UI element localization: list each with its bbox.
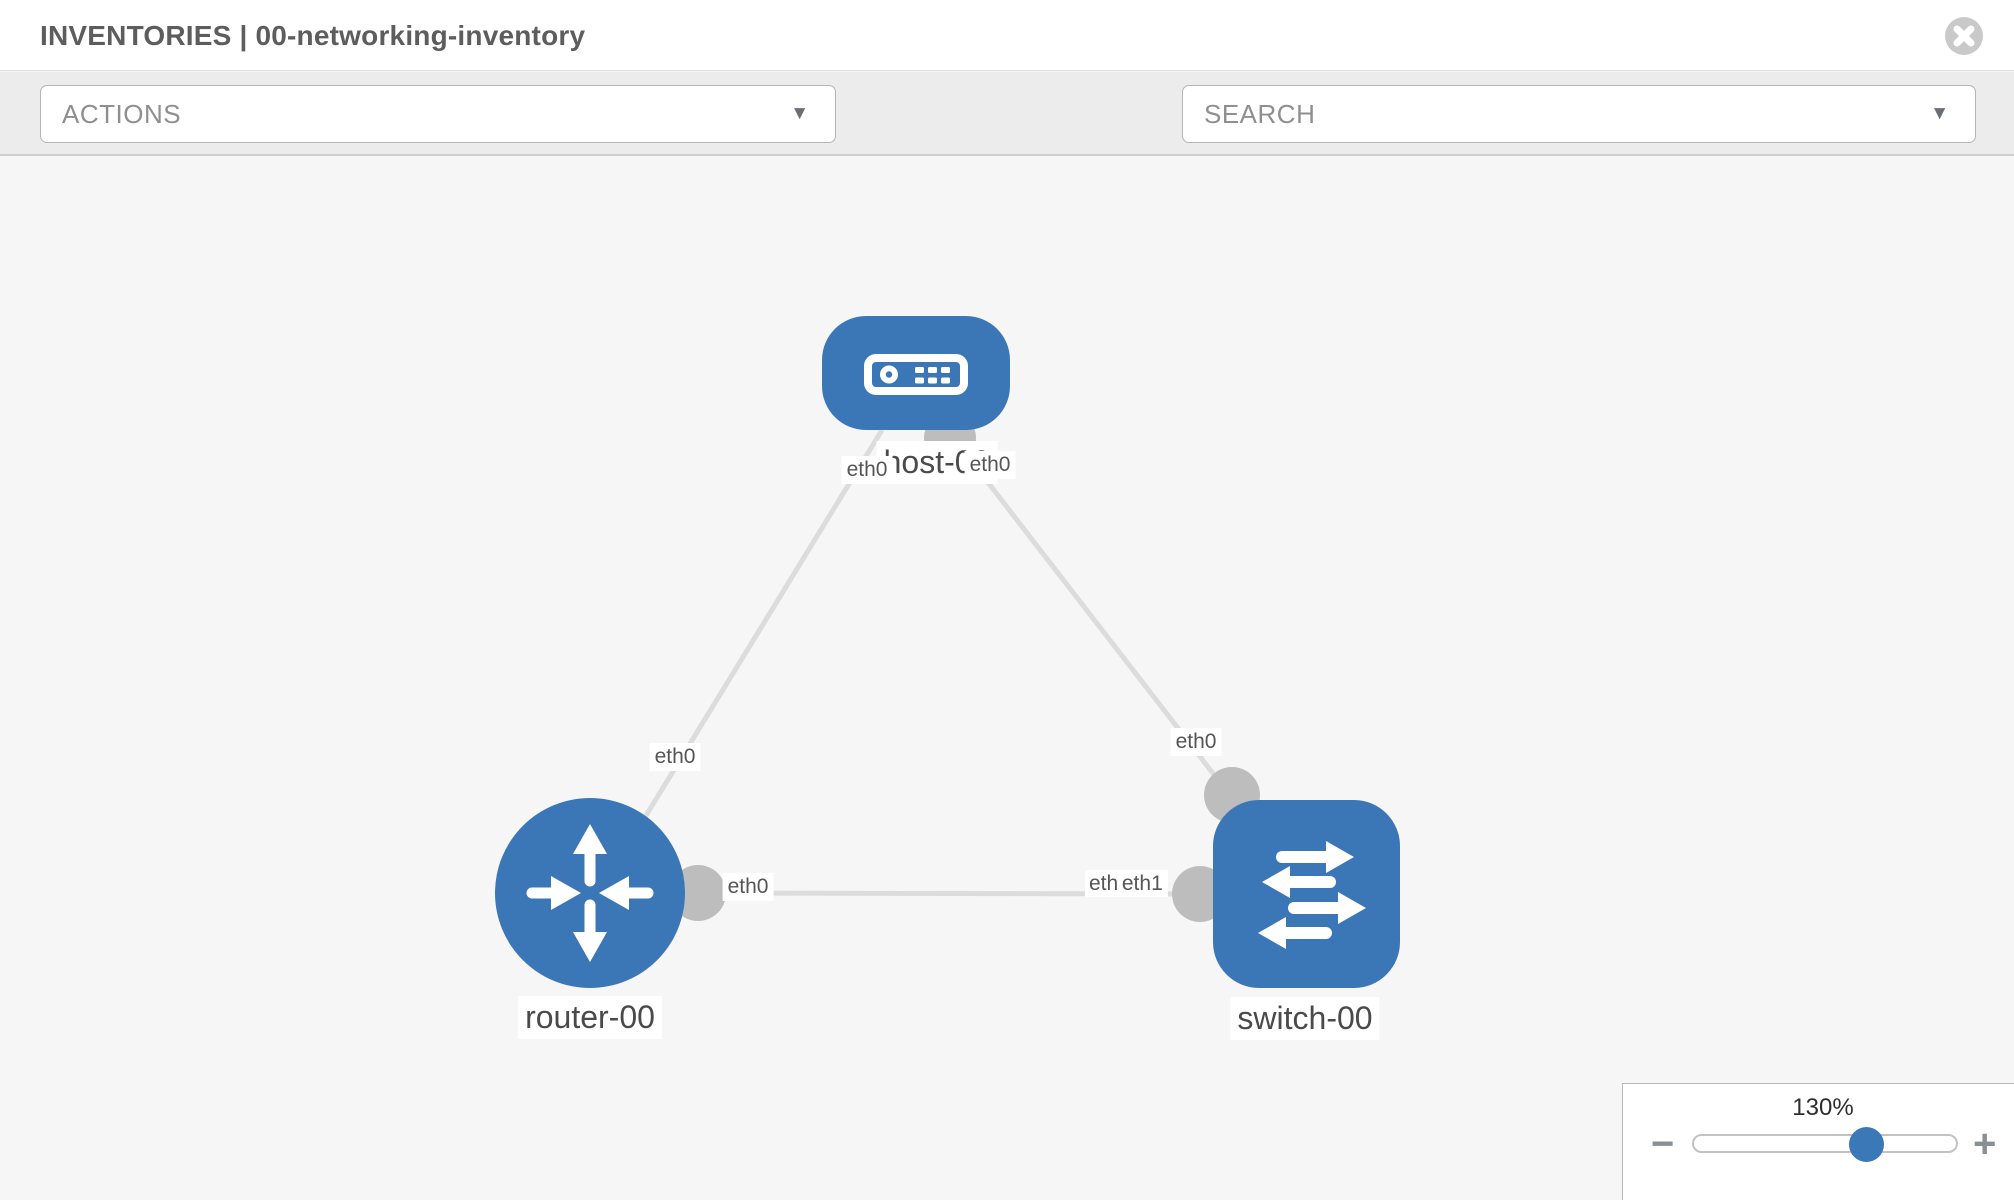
node-host-00[interactable] (822, 316, 1010, 430)
interface-label: eth0 (1170, 728, 1222, 756)
zoom-slider-thumb[interactable] (1849, 1127, 1884, 1162)
zoom-in-button[interactable]: + (1973, 1122, 1997, 1166)
link-host-router (617, 428, 885, 860)
interface-label: eth0 (964, 451, 1016, 479)
node-switch-00[interactable] (1213, 800, 1400, 988)
actions-dropdown[interactable]: ACTIONS ▼ (40, 85, 836, 143)
actions-dropdown-label: ACTIONS (62, 99, 182, 129)
switch-icon (1258, 841, 1366, 949)
page-title: INVENTORIES | 00-networking-inventory (40, 20, 586, 51)
links (617, 428, 1234, 897)
close-icon[interactable] (1944, 16, 1984, 56)
topology-graph (495, 316, 1400, 988)
zoom-out-button[interactable]: − (1651, 1122, 1675, 1166)
router-icon (526, 824, 654, 962)
interface-label: eth0 (722, 873, 774, 901)
connector-router (670, 865, 726, 921)
chevron-down-icon: ▼ (1930, 103, 1949, 124)
toolbar: ACTIONS ▼ SEARCH ▼ (0, 72, 2014, 207)
zoom-panel: 130% − + (1622, 1083, 2014, 1200)
interface-label: eth1 (1116, 870, 1168, 897)
page-header: INVENTORIES | 00-networking-inventory (0, 0, 2014, 71)
search-dropdown-label: SEARCH (1204, 99, 1316, 129)
node-label-switch: switch-00 (1230, 997, 1380, 1040)
topology-canvas[interactable]: host-00 router-00 switch-00 eth0 eth0 et… (0, 158, 2014, 1200)
interface-label: eth0 (841, 456, 893, 484)
interface-label: eth0 (649, 743, 701, 771)
zoom-slider-track[interactable] (1692, 1127, 1958, 1162)
interface-label-overlap: eth0eth1 (1085, 870, 1168, 897)
node-router-00[interactable] (495, 798, 685, 988)
interface-connectors (670, 412, 1260, 922)
chevron-down-icon: ▼ (790, 103, 809, 124)
node-label-router: router-00 (518, 996, 662, 1039)
zoom-level: 130% (1792, 1094, 1854, 1121)
search-dropdown[interactable]: SEARCH ▼ (1182, 85, 1976, 143)
host-icon (864, 354, 968, 395)
